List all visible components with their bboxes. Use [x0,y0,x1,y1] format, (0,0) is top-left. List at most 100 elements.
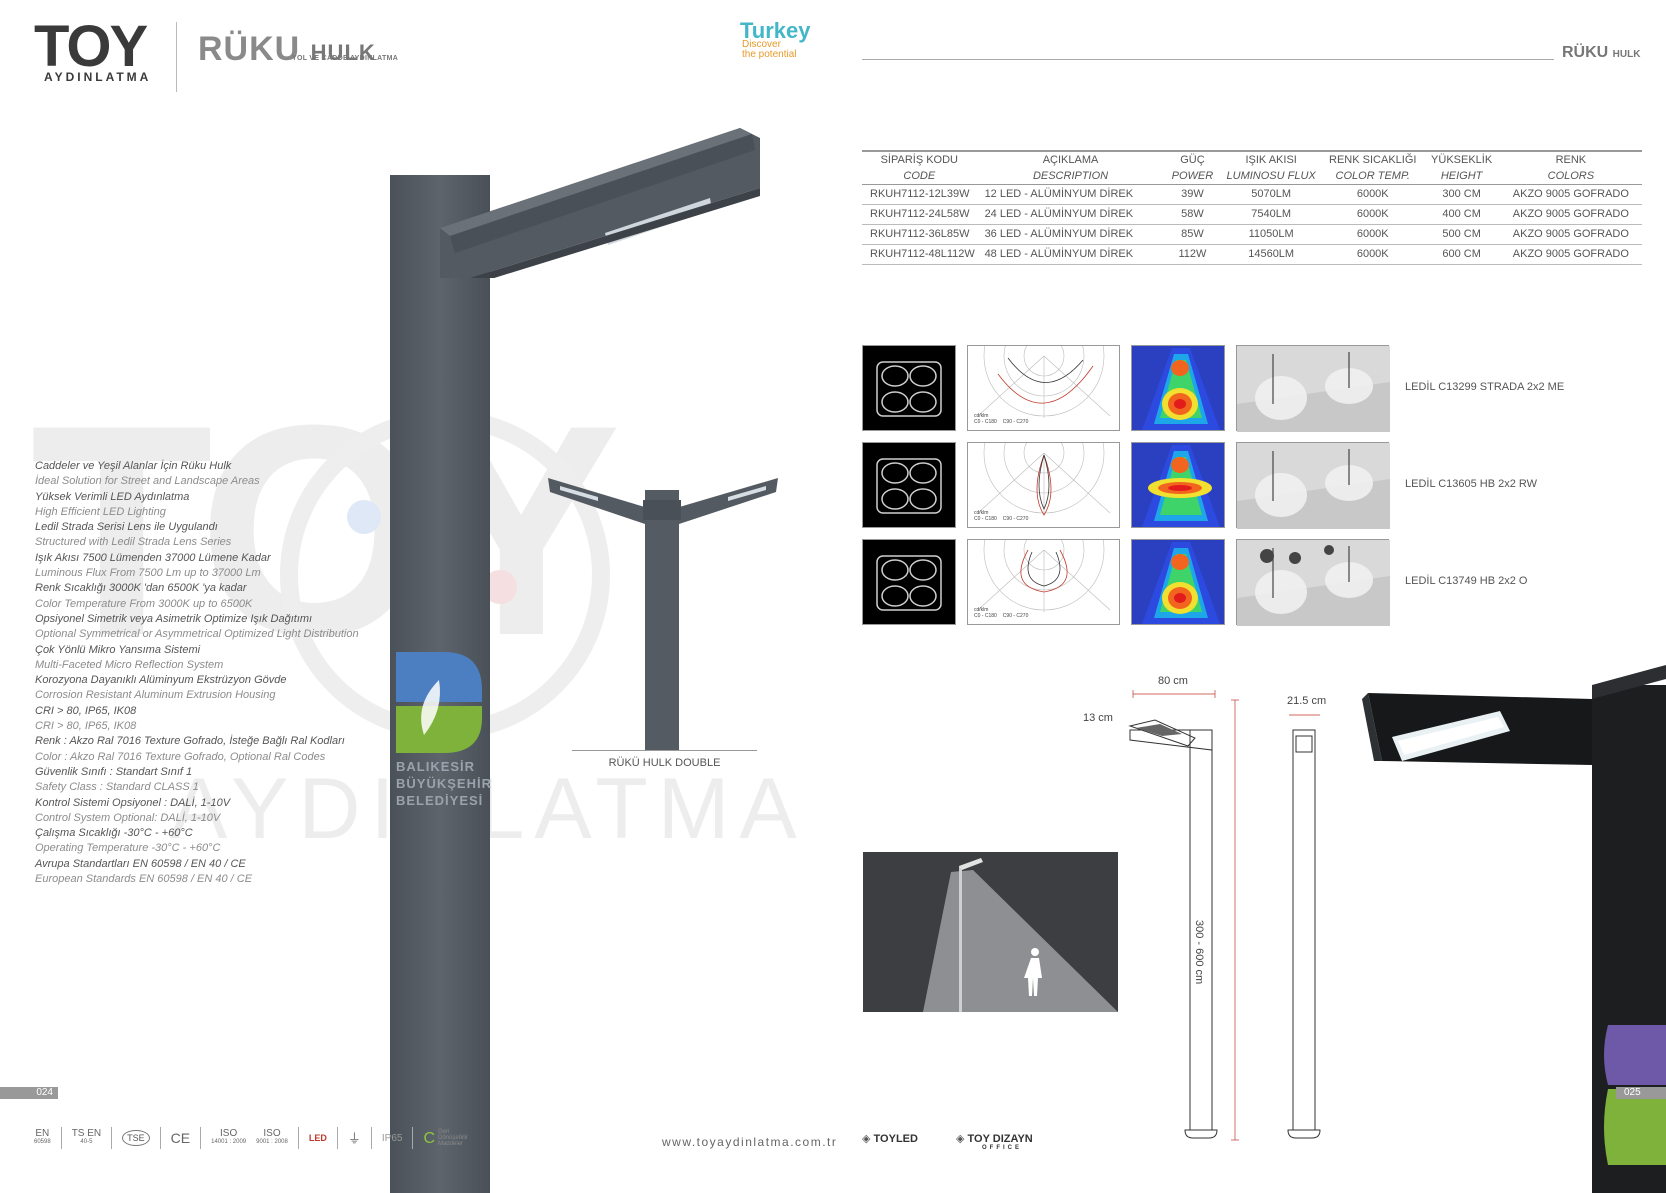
spec-cell: 36 LED - ALÜMİNYUM DİREK [976,224,1165,245]
polar-unit-label: cd/klm [974,607,989,613]
recycle-icon: C [423,1129,436,1147]
feature-en: Multi-Faceted Micro Reflection System [35,658,224,671]
led-head-detail-photo [1362,665,1666,1193]
spec-cell: 6000K [1321,204,1424,225]
pedestrian-icon [1024,948,1042,996]
double-pole-illustration [548,478,778,750]
feature-en: Color : Akzo Ral 7016 Texture Gofrado, O… [35,750,326,763]
polar-unit-label: cd/klm [974,413,989,419]
polar-c90-label: C90 - C270 [1002,419,1029,425]
turkey-tagline-1: Discover [742,39,781,50]
toy-logo: TOY [34,14,148,79]
turkey-tagline-2: the potential [742,49,797,60]
pole-badge-line-1: BALIKESİR [396,759,476,774]
dim-arm-length: 80 cm [1158,675,1188,687]
lens-model-label: LEDİL C13749 HB 2x2 O [1405,575,1528,587]
spec-cell: AKZO 9005 GOFRADO [1499,224,1642,245]
page-number-right: 025 [1616,1087,1666,1099]
toy-logo-subtitle: AYDINLATMA [44,70,152,84]
cert-led-icon: LED [308,1132,327,1143]
feature-en: Operating Temperature -30°C - +60°C [35,842,221,855]
feature-tr: Işık Akısı 7500 Lümenden 37000 Lümene Ka… [35,551,271,564]
lens-photo [862,539,956,625]
feature-tr: Çalışma Sıcaklığı -30°C - +60°C [35,827,193,840]
product-series: HULK [310,40,376,65]
cert-recyclable: C Geri Dönüşebilir Maddeler [423,1129,469,1147]
toyled-brand-logo: ◈ TOYLED [862,1133,918,1145]
product-name: RÜKU [198,30,301,68]
watermark-dot-blue [347,500,381,534]
feature-tr: Korozyona Dayanıklı Alüminyum Ekstrüzyon… [35,674,287,687]
feature-en: Corrosion Resistant Aluminum Extrusion H… [35,689,276,702]
feature-en: Color Temperature From 3000K up to 6500K [35,597,253,610]
polar-c90-label: C90 - C270 [1002,613,1029,619]
feature-en: Control System Optional: DALİ, 1-10V [35,811,221,824]
right-product-series: HULK [1612,49,1641,60]
spec-cell: 6000K [1321,224,1424,245]
double-pole-baseline [572,750,757,751]
feature-en: CRI > 80, IP65, IK08 [35,720,137,733]
spec-cell: RKUH7112-12L39W [862,184,977,205]
spec-cell: 7540LM [1220,204,1322,225]
feature-tr: Renk Sıcaklığı 3000K 'dan 6500K 'ya kada… [35,582,247,595]
cert-ce-icon: CE [170,1129,191,1146]
spec-cell: 6000K [1321,184,1424,205]
feature-tr: Yüksek Verimli LED Aydınlatma [35,490,190,503]
dim-pole-width: 21.5 cm [1287,695,1327,707]
spec-cell: AKZO 9005 GOFRADO [1499,244,1642,265]
turkey-brand-logo: Turkey [740,18,811,43]
spec-cell: 39W [1164,184,1221,205]
feature-tr: Opsiyonel Simetrik veya Asimetrik Optimi… [35,612,313,625]
cert-tse-icon: TSE [122,1130,150,1146]
feature-en: İdeal Solution for Street and Landscape … [35,475,260,488]
feature-tr: CRI > 80, IP65, IK08 [35,704,137,717]
product-title: RÜKU HULK [198,30,376,69]
pole-badge-line-2: BÜYÜKŞEHİR [396,776,492,791]
spec-cell: RKUH7112-24L58W [862,204,977,225]
feature-en: High Efficient LED Lighting [35,505,166,518]
spec-cell: 14560LM [1220,244,1322,265]
dimension-drawing [1128,690,1321,1141]
polar-unit-label: cd/klm [974,510,989,516]
lens-photo [862,442,956,528]
render-scene [1236,345,1390,432]
feature-tr: Ledil Strada Serisi Lens ile Uygulandı [35,521,218,534]
spec-cell: RKUH7112-36L85W [862,224,977,245]
feature-tr: Caddeler ve Yeşil Alanlar İçin Rüku Hulk [35,460,232,472]
feature-tr: Avrupa Standartları EN 60598 / EN 40 / C… [35,857,246,870]
cert-ground-icon: ⏚ [347,1130,361,1146]
night-lighting-scene [863,852,1118,1012]
feature-en: Structured with Ledil Strada Lens Series [35,536,232,549]
pole-arm-luminaire [440,128,760,278]
spec-cell: RKUH7112-48L112W [862,244,977,265]
website-link[interactable]: www.toyaydinlatma.com.tr [662,1135,838,1149]
spec-cell: 5070LM [1220,184,1322,205]
header-divider [176,22,177,92]
toydizayn-mark-icon: ◈ [956,1133,965,1145]
spec-cell: 6000K [1321,244,1424,265]
spec-cell: 11050LM [1220,224,1322,245]
spec-cell: 85W [1164,224,1221,245]
spec-cell: AKZO 9005 GOFRADO [1499,204,1642,225]
right-header-title: RÜKU HULK [1562,44,1640,62]
spec-cell: 48 LED - ALÜMİNYUM DİREK [976,244,1165,265]
feature-en: Optional Symmetrical or Asymmetrical Opt… [35,628,359,641]
spec-cell: 600 CM [1423,244,1500,265]
lens-model-label: LEDİL C13299 STRADA 2x2 ME [1405,381,1565,393]
isolux-diagram [1131,442,1225,528]
double-pole-caption: RÜKÜ HULK DOUBLE [608,757,721,769]
